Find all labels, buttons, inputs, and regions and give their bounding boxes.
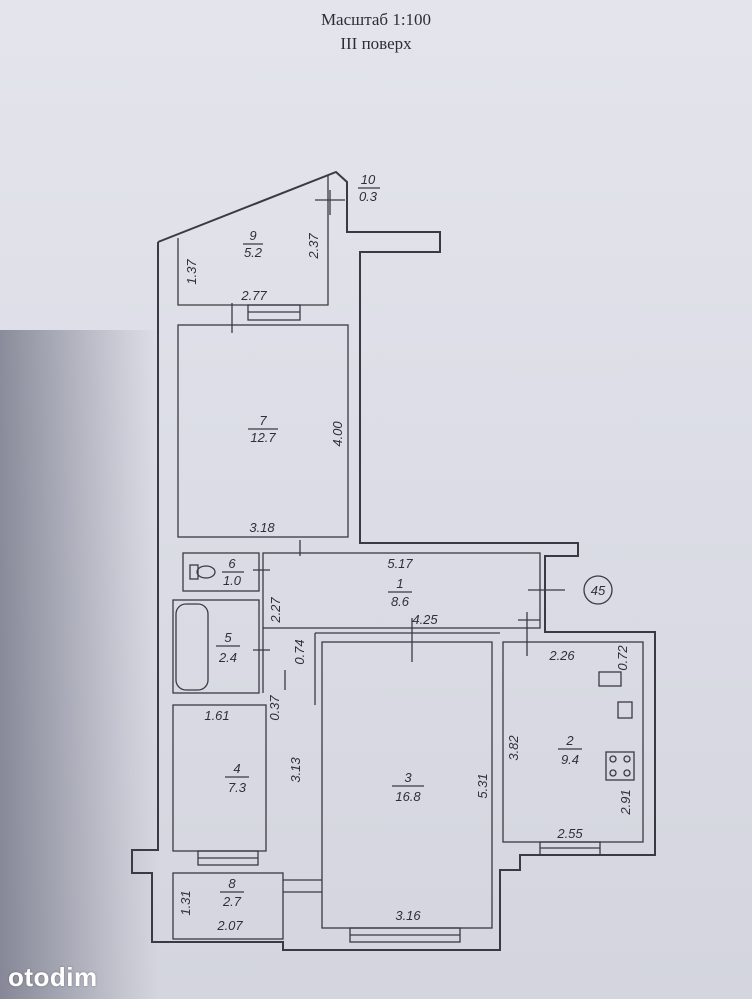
door-marks — [231, 190, 565, 893]
dim-2-77: 2.77 — [240, 288, 267, 303]
room-labels: 9 5.2 10 0.3 7 12.7 6 1.0 1 8.6 5 2.4 4 … — [216, 172, 582, 909]
dim-1-61: 1.61 — [204, 708, 229, 723]
room-9-number: 9 — [249, 228, 256, 243]
apartment-number: 45 — [591, 583, 606, 598]
dim-1-31: 1.31 — [178, 890, 193, 915]
windows — [197, 304, 601, 943]
room-3-number: 3 — [404, 770, 412, 785]
room-10-area: 0.3 — [359, 189, 378, 204]
room-8-area: 2.7 — [222, 894, 242, 909]
room-5-area: 2.4 — [218, 650, 237, 665]
room-6-area: 1.0 — [223, 573, 242, 588]
floor-title: III поверх — [340, 34, 412, 53]
dim-3-82: 3.82 — [506, 735, 521, 761]
room-7-area: 12.7 — [250, 430, 276, 445]
dim-2-37: 2.37 — [306, 233, 321, 260]
fixtures — [175, 564, 635, 781]
room-5-number: 5 — [224, 630, 232, 645]
room-8-number: 8 — [228, 876, 236, 891]
dim-0-37: 0.37 — [267, 695, 282, 721]
apartment-number-circle — [583, 575, 613, 605]
room-1-area: 8.6 — [391, 594, 410, 609]
dim-2-91: 2.91 — [618, 789, 633, 815]
scale-title: Масштаб 1:100 — [320, 10, 432, 29]
room-2-area: 9.4 — [561, 752, 579, 767]
room-1-number: 1 — [396, 576, 403, 591]
dim-0-72: 0.72 — [615, 645, 630, 671]
dimensions: 1.37 2.37 2.77 4.00 3.18 5.17 2.27 4.25 … — [178, 233, 633, 933]
dim-4-25: 4.25 — [412, 612, 438, 627]
room-9-area: 5.2 — [244, 245, 263, 260]
dim-0-74: 0.74 — [292, 639, 307, 664]
room-3-area: 16.8 — [395, 789, 421, 804]
dim-3-13: 3.13 — [288, 757, 303, 783]
photo-shadow — [0, 330, 160, 999]
dim-5-31: 5.31 — [475, 773, 490, 798]
dim-5-17: 5.17 — [387, 556, 413, 571]
dim-1-37: 1.37 — [184, 259, 199, 285]
dim-3-16: 3.16 — [395, 908, 421, 923]
room-4-area: 7.3 — [228, 780, 247, 795]
room-6-number: 6 — [228, 556, 236, 571]
otodim-logo: otodim — [8, 962, 98, 992]
dim-2-07: 2.07 — [216, 918, 243, 933]
room-7-number: 7 — [259, 413, 267, 428]
room-2-number: 2 — [565, 733, 574, 748]
dim-4-00: 4.00 — [330, 421, 345, 447]
dim-2-26: 2.26 — [548, 648, 575, 663]
dim-2-55: 2.55 — [556, 826, 583, 841]
dim-2-27: 2.27 — [268, 597, 283, 624]
room-10-number: 10 — [361, 172, 376, 187]
room-4-number: 4 — [233, 761, 240, 776]
dim-3-18: 3.18 — [249, 520, 275, 535]
